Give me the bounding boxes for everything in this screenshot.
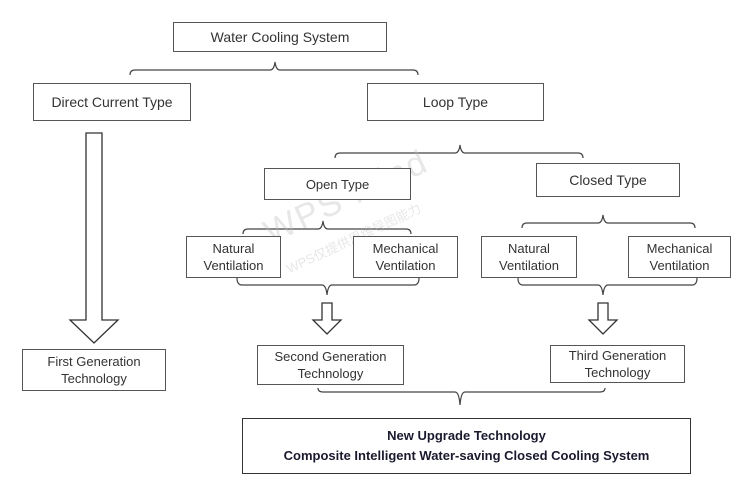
node-water-cooling-system[interactable]: Water Cooling System <box>173 22 387 52</box>
down-arrow-closed <box>587 302 619 335</box>
node-new-upgrade-technology[interactable]: New Upgrade Technology Composite Intelli… <box>242 418 691 474</box>
node-direct-current-type[interactable]: Direct Current Type <box>33 83 191 121</box>
node-loop-type[interactable]: Loop Type <box>367 83 544 121</box>
down-arrow-open <box>311 302 343 335</box>
node-second-generation-technology[interactable]: Second Generation Technology <box>257 345 404 385</box>
node-first-generation-technology[interactable]: First Generation Technology <box>22 349 166 391</box>
node-closed-type[interactable]: Closed Type <box>536 163 680 197</box>
node-open-natural-ventilation[interactable]: Natural Ventilation <box>186 236 281 278</box>
node-open-type[interactable]: Open Type <box>264 168 411 200</box>
node-closed-natural-ventilation[interactable]: Natural Ventilation <box>481 236 577 278</box>
node-closed-mechanical-ventilation[interactable]: Mechanical Ventilation <box>628 236 731 278</box>
node-third-generation-technology[interactable]: Third Generation Technology <box>550 345 685 383</box>
down-arrow-large <box>68 132 120 344</box>
node-open-mechanical-ventilation[interactable]: Mechanical Ventilation <box>353 236 458 278</box>
